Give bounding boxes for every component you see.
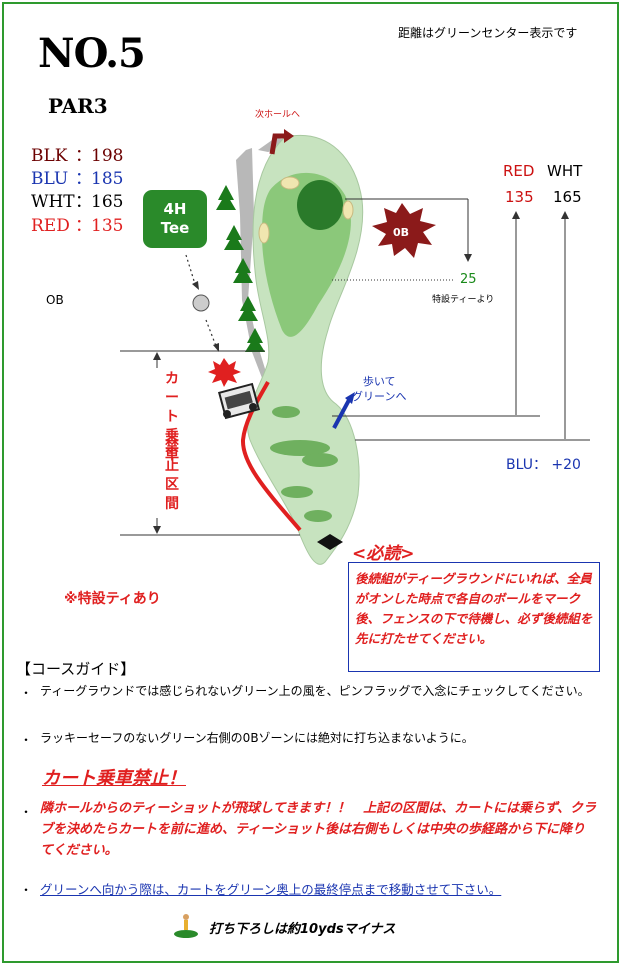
downhill-note: 打ち下ろしは約10ydsマイナス — [209, 922, 396, 937]
yardage-row-red: RED：135 — [31, 216, 124, 236]
tee-pad — [302, 453, 338, 467]
bunker — [342, 200, 354, 220]
road — [236, 148, 266, 378]
wht-header: WHT — [547, 162, 583, 180]
dashed-arrow — [205, 319, 217, 347]
ob-label-left: OB — [46, 293, 64, 307]
next-hole-arrow — [269, 133, 284, 155]
tee-pad — [272, 406, 300, 418]
dashed-arrow — [185, 254, 196, 285]
walk-label: 歩いて グリーンへ — [352, 375, 407, 403]
yardage-row-blk: BLK：198 — [31, 146, 124, 166]
next-hole-arrow-head — [284, 129, 294, 143]
guide-title: 【コースガイド】 — [16, 660, 136, 678]
bullet: ・ — [20, 686, 33, 700]
tee-yardage: 135 — [91, 216, 124, 236]
tee-pad — [270, 440, 330, 456]
cart-zone-label-2: 禁 止 区 間 — [165, 439, 179, 512]
tee-yardage: 165 — [91, 192, 124, 212]
ball-marker-icon — [192, 294, 210, 312]
tree-icons — [216, 185, 265, 352]
cart-ban-warning: 隣ホールからのティーショットが飛球してきます！！ 上記の区間は、カートには乗らず… — [40, 801, 597, 858]
wht-distance: 165 — [553, 188, 582, 206]
green-center-dark — [297, 180, 343, 230]
cart-icon — [217, 382, 261, 420]
bullet: ・ — [20, 733, 33, 747]
yardage-row-blu: BLU：185 — [31, 169, 124, 189]
golfer-icon — [174, 914, 198, 938]
cart-move-link[interactable]: グリーンへ向かう際は、カートをグリーン奥上の最終停点まで移動させて下さい。 — [40, 882, 502, 897]
marker-diamond-icon — [317, 534, 343, 550]
walk-arrow — [332, 399, 351, 429]
blu-bonus: BLU： +20 — [506, 457, 581, 473]
ob-label-burst: 0B — [393, 226, 410, 239]
special-tee-note: ※特設ティあり — [64, 591, 161, 607]
distance-note: 距離はグリーンセンター表示です — [398, 26, 578, 40]
tee-label: WHT — [31, 192, 75, 212]
bunker — [258, 222, 270, 244]
tee-label: BLK — [31, 146, 68, 166]
tee-label: BLU — [31, 169, 69, 189]
hole-number: NO.5 — [38, 30, 146, 77]
red-distance: 135 — [505, 188, 534, 206]
tee-yardage: 198 — [91, 146, 124, 166]
cart-ban-title: カート乗車禁止！ — [42, 768, 186, 789]
cart-zone-label-1: カ ー ト 乗 車 — [165, 371, 179, 463]
notice-box: 後続組がティーグラウンドにいれば、全員がオンした時点で各自のボールをマーク後、フ… — [348, 562, 600, 672]
special-tee-distance-label: 特設ティーより — [432, 295, 495, 305]
tee-badge: 4H Tee — [143, 190, 207, 248]
ob-burst-icon — [372, 203, 436, 258]
guide-item: ラッキーセーフのないグリーン右側の0Bゾーンには絶対に打ち込まないように。 — [40, 731, 474, 745]
yardage-row-wht: WHT：165 — [31, 192, 124, 212]
par-label: PAR3 — [48, 94, 108, 118]
tee-yardage: 185 — [91, 169, 124, 189]
tee-pad — [281, 486, 313, 498]
must-read-title: <必読> — [352, 544, 415, 564]
bullet: ・ — [20, 883, 33, 897]
tee-label: RED — [31, 216, 70, 236]
red-header: RED — [503, 162, 535, 180]
tee-pad — [304, 510, 332, 522]
special-tee-distance: 25 — [460, 272, 477, 287]
bunker — [280, 176, 300, 190]
guide-item: ティーグラウンドでは感じられないグリーン上の風を、ピンフラッグで入念にチェックし… — [40, 684, 590, 698]
next-hole-label: 次ホールへ — [255, 110, 301, 120]
bullet: ・ — [20, 805, 33, 819]
danger-burst-icon — [208, 358, 241, 387]
